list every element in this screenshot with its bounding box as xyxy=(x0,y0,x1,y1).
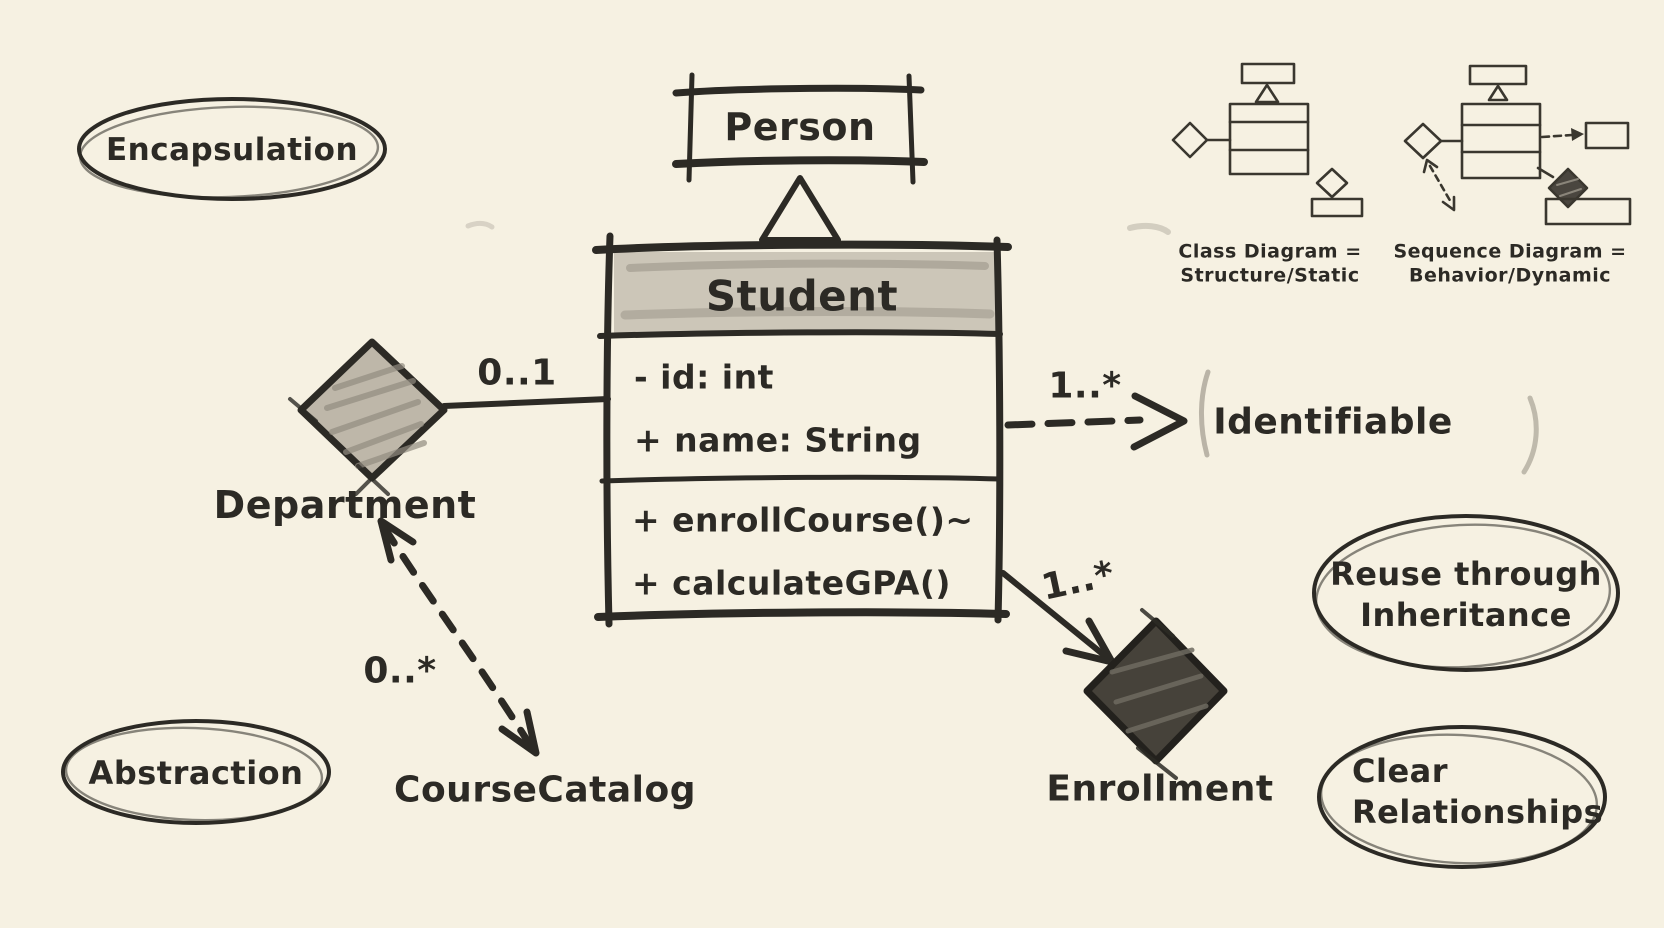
reuse-inheritance-label: Reuse through Inheritance xyxy=(1330,554,1602,636)
abstraction-label: Abstraction xyxy=(88,754,304,792)
enrollment-class-label: Enrollment xyxy=(1046,768,1274,810)
pencil-smudge xyxy=(1521,395,1539,475)
multiplicity-department-student: 0..1 xyxy=(477,352,557,394)
multiplicity-department-coursecatalog: 0..* xyxy=(363,650,437,692)
encapsulation-label: Encapsulation xyxy=(105,132,359,168)
student-class-box xyxy=(592,232,1012,628)
association-line-department-student xyxy=(441,396,611,409)
dependency-double-arrow-coursecatalog xyxy=(377,517,540,757)
encapsulation-ellipse xyxy=(77,97,387,201)
inheritance-triangle-icon xyxy=(759,175,841,243)
coursecatalog-class-label: CourseCatalog xyxy=(394,769,696,811)
legend-class-diagram-sketch xyxy=(1171,62,1364,218)
clear-relationships-ellipse xyxy=(1317,725,1607,869)
aggregation-diamond-icon xyxy=(288,338,448,496)
legend-class-line1: Class Diagram = xyxy=(1178,240,1362,263)
department-class-label: Department xyxy=(213,483,477,527)
student-class-title: Student xyxy=(705,271,899,321)
legend-class-diagram-caption: Class Diagram = Structure/Static xyxy=(1178,240,1361,289)
legend-sequence-diagram-caption: Sequence Diagram = Behavior/Dynamic xyxy=(1393,240,1626,289)
dependency-arrow-identifiable xyxy=(1004,369,1539,475)
student-method-enrollcourse: + enrollCourse()~ xyxy=(632,500,974,540)
legend-sequence-line1: Sequence Diagram = xyxy=(1393,240,1627,263)
legend-sequence-line2: Behavior/Dynamic xyxy=(1408,265,1612,287)
reuse-inheritance-ellipse xyxy=(1312,514,1620,672)
person-class-box xyxy=(672,72,928,185)
student-attribute-id: - id: int xyxy=(634,357,774,397)
pencil-smudge xyxy=(465,221,495,230)
pencil-smudge xyxy=(1127,222,1171,235)
composition-arrow-enrollment xyxy=(1000,570,1116,666)
abstraction-ellipse xyxy=(61,719,331,825)
student-method-calculategpa: + calculateGPA() xyxy=(632,563,952,603)
person-class-title: Person xyxy=(724,105,876,149)
legend-class-line2: Structure/Static xyxy=(1180,265,1360,287)
reuse-line1: Reuse through xyxy=(1330,555,1602,594)
pencil-smudge xyxy=(1199,369,1211,458)
legend-sequence-diagram-sketch xyxy=(1403,64,1632,226)
clear-line2: Relationships xyxy=(1352,793,1604,831)
identifiable-class-label: Identifiable xyxy=(1213,401,1453,443)
clear-line1: Clear xyxy=(1352,752,1449,791)
multiplicity-student-identifiable: 1..* xyxy=(1048,365,1122,407)
student-attribute-name: + name: String xyxy=(634,420,922,460)
clear-relationships-label: Clear Relationships xyxy=(1352,751,1603,833)
composition-diamond-icon xyxy=(1083,608,1228,780)
reuse-line2: Inheritance xyxy=(1360,596,1572,634)
